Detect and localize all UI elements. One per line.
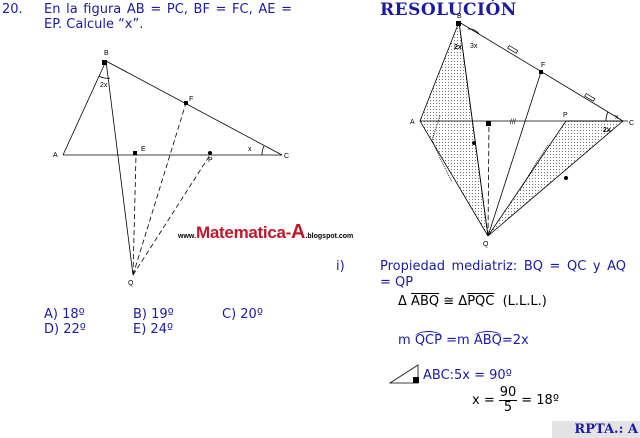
congruence-statement: Δ ABQ ≅ ΔPQC (L.L.L.) <box>398 294 547 309</box>
option-e[interactable]: E) 24º <box>133 322 174 337</box>
solution-lhs: x = <box>472 393 495 408</box>
delta-symbol-1: Δ <box>398 294 407 309</box>
r-right-angle-b-marker <box>456 21 461 26</box>
r-label-a: A <box>410 119 415 126</box>
r-angle-3x-arc <box>467 28 480 35</box>
triangle-abq: ABQ <box>411 294 440 309</box>
shaded-triangle-abq <box>419 20 489 237</box>
shaded-triangle-pqc <box>487 120 625 237</box>
right-triangle-icon <box>388 364 419 384</box>
answer-badge: RPTA.: A <box>552 421 640 438</box>
step-marker: i) <box>336 259 345 274</box>
watermark-main: Matematica- <box>196 223 291 242</box>
segment-bq <box>105 60 134 276</box>
triangle-pqc: PQC <box>467 294 495 309</box>
right-angle-icon <box>413 377 419 383</box>
r-tick-marks-ep: /// <box>510 119 516 126</box>
r-label-c: C <box>629 120 634 127</box>
arc-qcp: QCP <box>414 331 442 348</box>
option-a[interactable]: A) 18º <box>44 307 85 322</box>
label-p: P <box>208 157 213 164</box>
segment-qe <box>132 154 137 276</box>
r-zigzag-pq <box>519 144 549 191</box>
right-angle-e-marker <box>133 151 137 155</box>
label-f: F <box>189 96 193 103</box>
watermark-logo: www.Matematica-A.blogspot.com <box>178 221 353 244</box>
label-c: C <box>284 153 289 160</box>
resolution-figure <box>419 20 628 237</box>
problem-statement: En la figura AB = PC, BF = FC, AE = EP. … <box>44 2 292 32</box>
r-label-b: B <box>457 13 462 20</box>
delta-symbol-2: Δ <box>458 294 468 309</box>
option-c[interactable]: C) 20º <box>222 307 263 322</box>
point-p <box>208 151 212 155</box>
r-angle-x-arc <box>605 111 609 122</box>
arc-abq: ABQ <box>473 331 502 348</box>
angle-m-1: m <box>398 333 411 348</box>
segment-qf <box>132 102 187 276</box>
midpoint-f-marker <box>184 101 188 105</box>
label-a: A <box>53 152 58 159</box>
watermark-accent: A <box>291 221 306 243</box>
label-e: E <box>141 146 146 153</box>
label-angle-x: x <box>248 146 252 153</box>
watermark-suffix: .blogspot.com <box>305 233 354 240</box>
r-segment-qe <box>487 120 490 237</box>
segment-qp <box>132 154 211 276</box>
tick-fc <box>584 93 596 102</box>
r-label-angle-x: x <box>615 114 619 121</box>
r-point-right <box>564 176 568 180</box>
congruent-symbol: ≅ <box>443 294 455 309</box>
r-midpoint-f-marker <box>539 70 543 74</box>
watermark-prefix: www. <box>178 233 197 240</box>
angle-equation: m QCP =m ABQ=2x <box>398 331 529 348</box>
resolution-title: RESOLUCIÓN <box>380 0 517 20</box>
step-text: Propiedad mediatriz: BQ = QC y AQ = QP <box>380 259 626 290</box>
sum-equation: ABC:5x = 90º <box>423 368 512 383</box>
solution-rhs: = 18º <box>521 393 559 408</box>
r-label-angle-2x-b: 2x <box>454 44 462 51</box>
r-label-q: Q <box>483 241 489 248</box>
fraction-denominator: 5 <box>503 400 513 415</box>
segment-ab <box>62 60 107 156</box>
r-label-f: F <box>541 62 545 69</box>
problem-number: 20. <box>2 2 23 17</box>
r-segment-bq <box>458 21 489 237</box>
solution-fraction: 90 5 <box>498 385 518 415</box>
r-point-left <box>472 141 476 145</box>
problem-figure <box>62 60 283 276</box>
r-label-angle-2x-c: 2x <box>603 127 611 134</box>
r-right-angle-e-marker <box>486 121 491 126</box>
congruence-criterion: (L.L.L.) <box>502 294 547 309</box>
segment-bc <box>105 60 283 156</box>
fraction-numerator: 90 <box>498 385 518 401</box>
label-q: Q <box>128 280 134 287</box>
tick-bf <box>507 45 519 54</box>
option-d[interactable]: D) 22º <box>44 322 86 337</box>
angle-rhs: =2x <box>501 333 529 348</box>
r-segment-qf <box>487 71 542 237</box>
r-label-p: P <box>563 112 568 119</box>
solution-equation: x = 90 5 = 18º <box>472 386 559 415</box>
option-b[interactable]: B) 19º <box>133 307 174 322</box>
r-label-angle-3x: 3x <box>470 43 478 50</box>
angle-b-arc <box>98 75 111 79</box>
label-b: B <box>104 50 109 57</box>
angle-c-arc <box>261 145 265 156</box>
label-angle-2x: 2x <box>100 82 108 89</box>
r-zigzag-aq <box>431 115 453 183</box>
right-angle-b-marker <box>102 60 107 65</box>
angle-equals-m: =m <box>446 333 470 348</box>
